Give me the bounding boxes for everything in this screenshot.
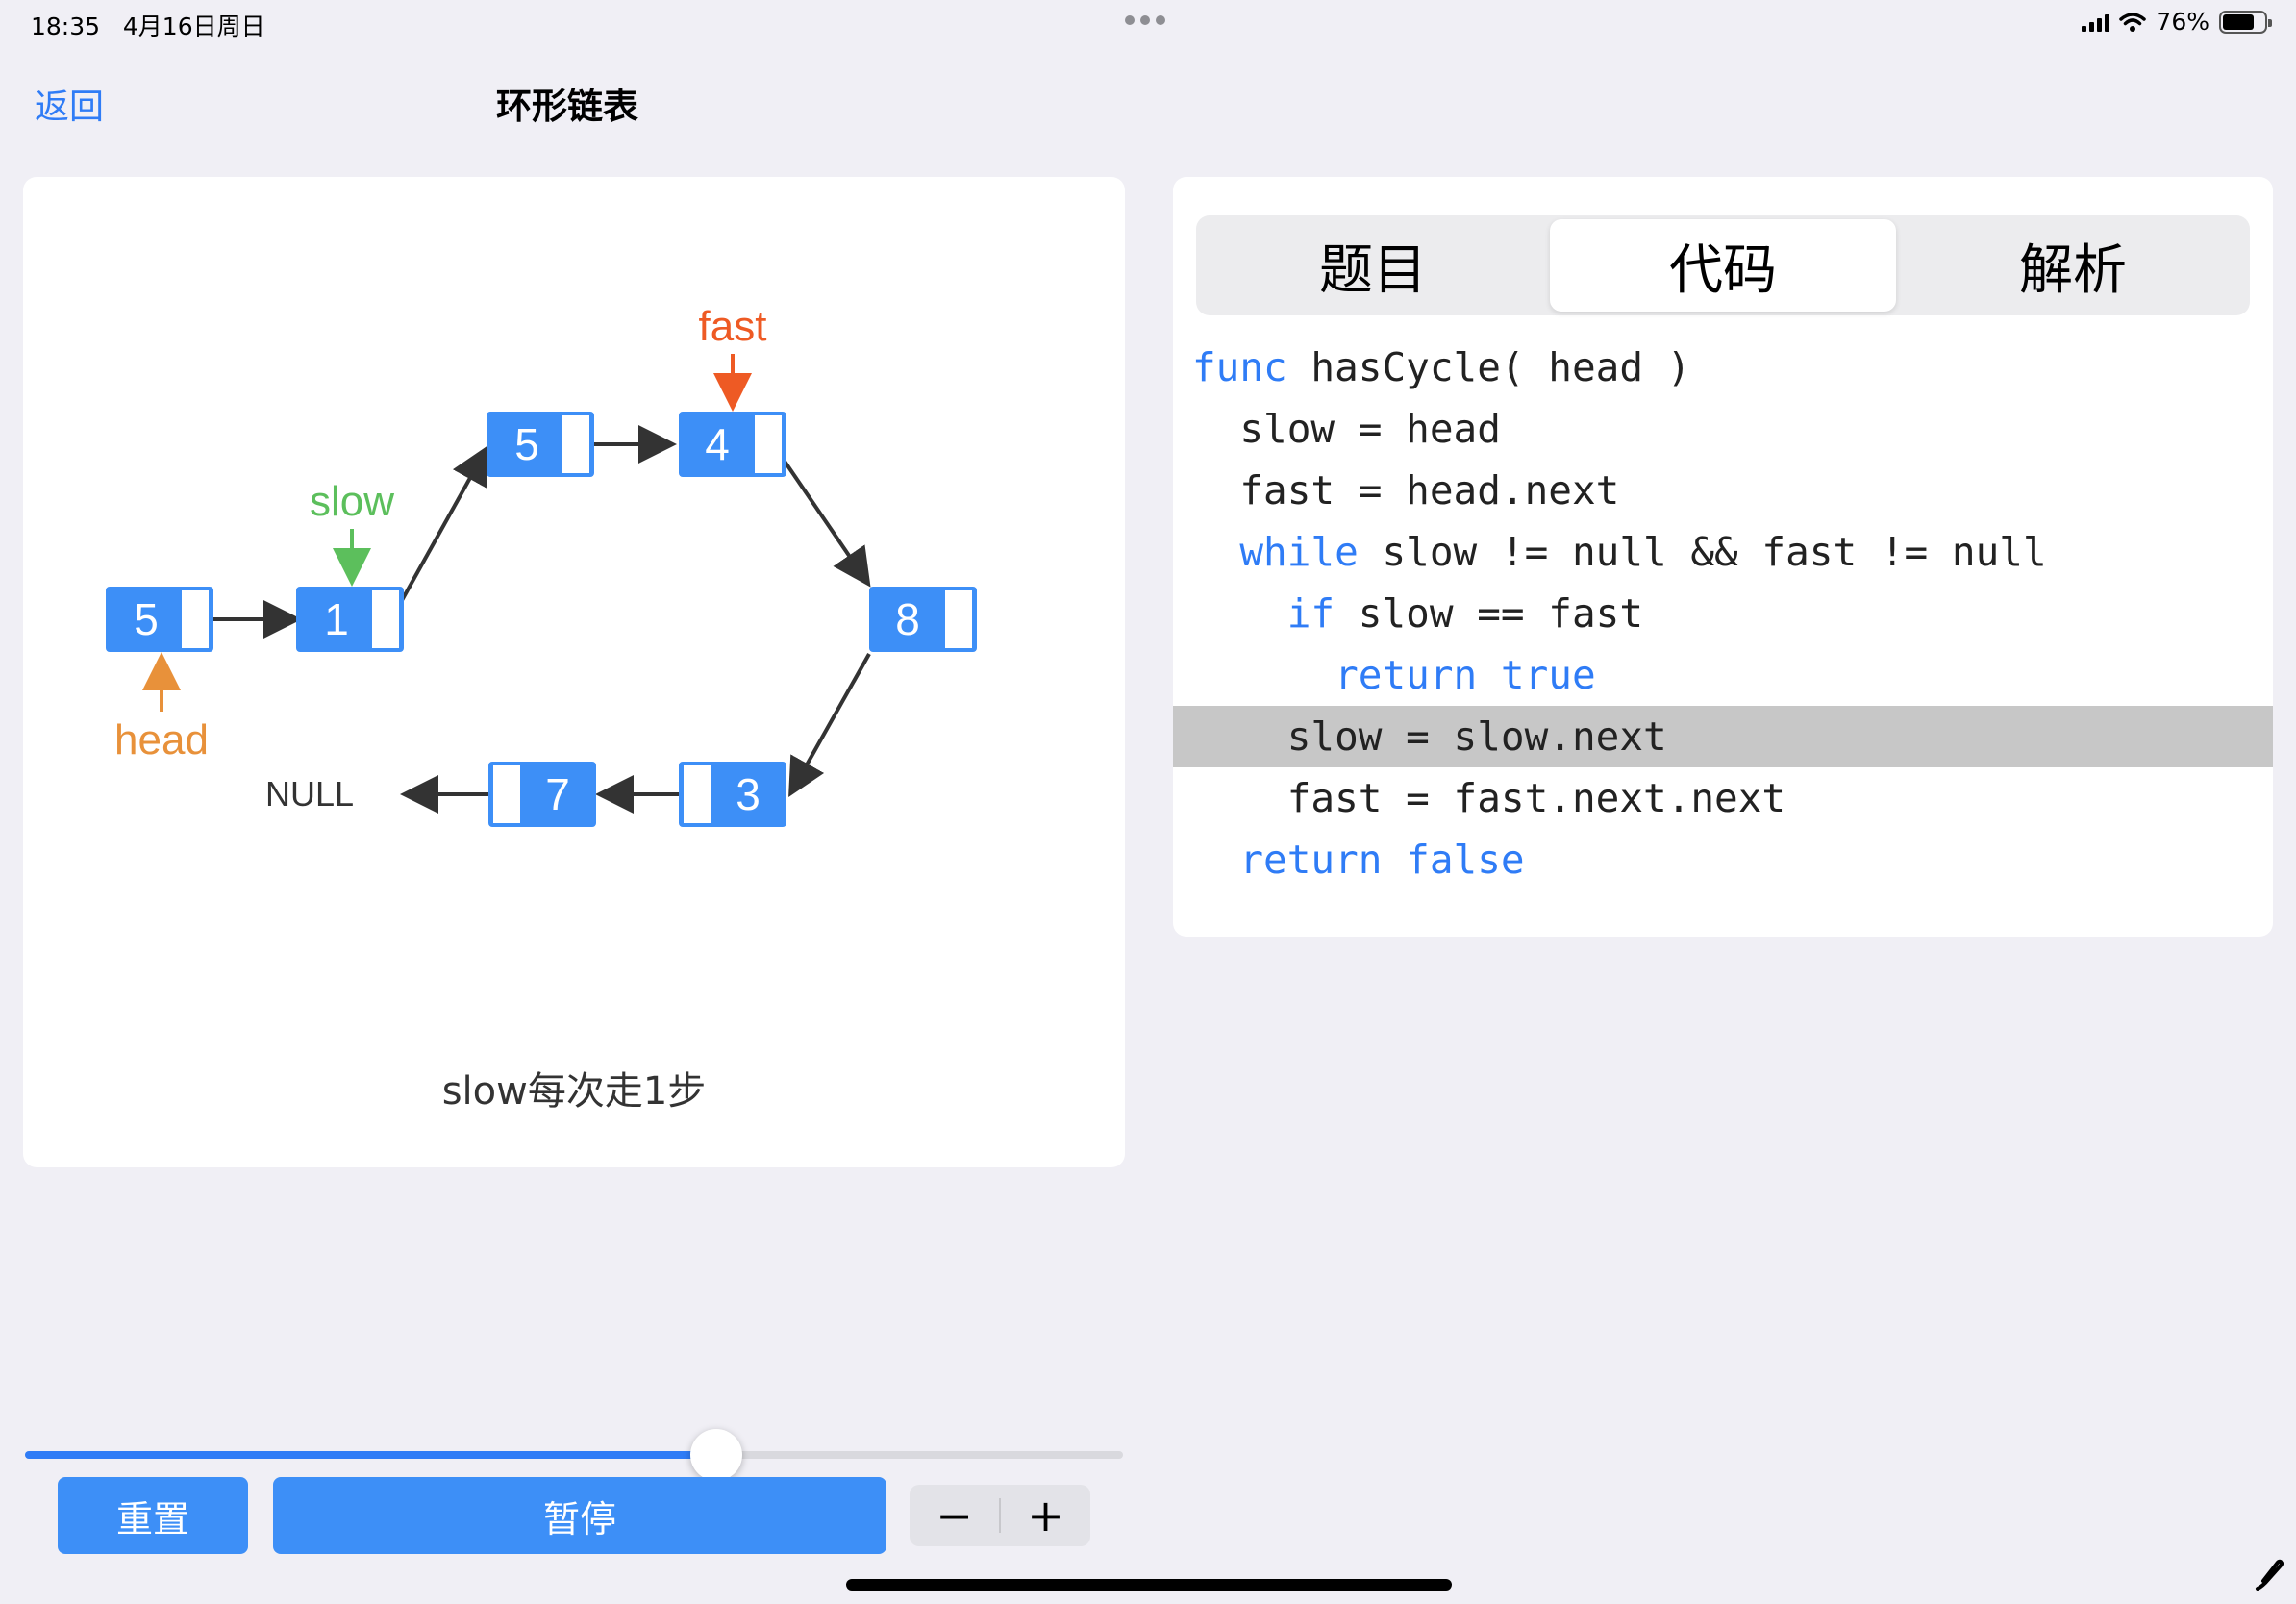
head-pointer-label: head	[114, 716, 209, 764]
home-indicator	[846, 1579, 1452, 1591]
pause-button[interactable]: 暂停	[273, 1477, 886, 1554]
node-value: 4	[705, 419, 730, 469]
code-text: slow = head	[1192, 406, 1501, 452]
code-text: slow == fast	[1335, 590, 1644, 637]
reset-button[interactable]: 重置	[58, 1477, 248, 1554]
tab-explanation[interactable]: 解析	[2019, 238, 2127, 302]
node-value: 1	[324, 594, 349, 644]
battery-percent: 76%	[2156, 8, 2209, 36]
list-node: 1	[296, 587, 404, 652]
code-text: fast = fast.next.next	[1192, 775, 1786, 821]
code-text: slow != null && fast != null	[1358, 529, 2047, 575]
code-keyword: return true	[1192, 652, 1596, 698]
back-button[interactable]: 返回	[35, 88, 105, 127]
code-line: func hasCycle( head )	[1173, 337, 2273, 398]
code-line: fast = fast.next.next	[1173, 767, 2273, 829]
visualization-panel: 5 1 5 4 8 3 7	[23, 177, 1125, 1167]
tab-problem[interactable]: 题目	[1319, 238, 1427, 302]
status-indicators: 76%	[2082, 8, 2272, 36]
list-node: 4	[679, 412, 786, 477]
code-keyword: func	[1192, 344, 1287, 390]
code-line: fast = head.next	[1173, 460, 2273, 521]
code-line: if slow == fast	[1173, 583, 2273, 644]
null-label: NULL	[265, 774, 354, 814]
node-value: 7	[545, 769, 570, 819]
wifi-icon	[2119, 12, 2147, 32]
list-node: 8	[869, 587, 977, 652]
segmented-control: 题目 代码 解析	[1196, 215, 2250, 315]
code-line: slow = head	[1173, 398, 2273, 460]
linked-list-diagram: 5 1 5 4 8 3 7	[106, 303, 977, 827]
slider-thumb[interactable]	[690, 1429, 743, 1481]
page-title: 环形链表	[496, 86, 638, 127]
code-line: while slow != null && fast != null	[1173, 521, 2273, 583]
code-keyword: if	[1192, 590, 1335, 637]
status-time-date: 18:35 4月16日周日	[31, 13, 265, 40]
pencil-hover-icon	[2256, 1559, 2284, 1591]
step-caption: slow每次走1步	[441, 1069, 707, 1114]
multitasking-dots-icon[interactable]	[1125, 15, 1165, 25]
speed-stepper: − +	[910, 1485, 1090, 1546]
code-line: return false	[1173, 829, 2273, 890]
code-text: fast = head.next	[1192, 467, 1620, 514]
code-keyword: while	[1192, 529, 1359, 575]
info-panel: 题目 代码 解析 func hasCycle( head ) slow = he…	[1173, 177, 2273, 937]
list-node: 3	[679, 762, 786, 827]
list-node: 5	[487, 412, 594, 477]
code-keyword: return false	[1192, 837, 1525, 883]
cellular-signal-icon	[2082, 13, 2110, 32]
node-value: 5	[134, 594, 159, 644]
slider-fill	[25, 1451, 717, 1459]
battery-icon	[2219, 10, 2272, 34]
increase-speed-button[interactable]: +	[1027, 1490, 1064, 1541]
list-node: 5	[106, 587, 213, 652]
node-value: 5	[514, 419, 539, 469]
slow-pointer-label: slow	[310, 478, 394, 525]
node-value: 3	[736, 769, 761, 819]
code-line: return true	[1173, 644, 2273, 706]
decrease-speed-button[interactable]: −	[936, 1490, 973, 1541]
tab-code[interactable]: 代码	[1550, 219, 1896, 312]
code-text: slow = slow.next	[1192, 714, 1667, 760]
code-text: hasCycle( head )	[1286, 344, 1691, 390]
node-value: 8	[895, 594, 920, 644]
progress-slider[interactable]	[25, 1427, 1123, 1485]
list-node: 7	[488, 762, 596, 827]
fast-pointer-label: fast	[699, 303, 767, 350]
code-view: func hasCycle( head ) slow = head fast =…	[1173, 337, 2273, 890]
code-line: slow = slow.next	[1173, 706, 2273, 767]
status-bar: 18:35 4月16日周日 76%	[0, 0, 2296, 46]
